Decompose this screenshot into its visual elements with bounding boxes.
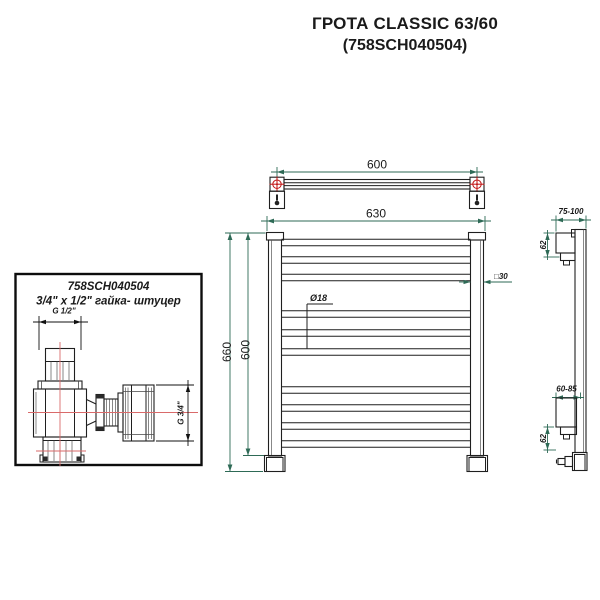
tube-diameter-label: Ø18 bbox=[310, 293, 327, 303]
side-view: 75-100 62 60-85 bbox=[539, 207, 591, 472]
column-height-dim-label: 600 bbox=[239, 340, 253, 360]
left-keyhole-plate bbox=[268, 190, 286, 210]
overall-width-dim-label: 630 bbox=[366, 207, 386, 221]
front-view: 630 660 600 bbox=[220, 207, 512, 473]
side-foot bbox=[571, 451, 588, 472]
left-column bbox=[265, 231, 285, 457]
column-size-label: □30 bbox=[494, 272, 508, 281]
left-foot bbox=[263, 454, 286, 473]
total-height-dim-label: 660 bbox=[220, 342, 234, 362]
top-bracket-height-label: 62 bbox=[539, 240, 548, 249]
bottom-bracket-depth-label: 60-85 bbox=[556, 385, 577, 394]
right-keyhole-plate bbox=[468, 190, 486, 210]
side-bottom-bracket bbox=[555, 397, 578, 440]
drawing-part-number: (758SCH040504) bbox=[342, 37, 468, 54]
left-mount-hole-icon bbox=[272, 179, 282, 189]
detail-box: 758SCH040504 3/4" x 1/2" гайка- штуцер G… bbox=[14, 272, 203, 467]
side-top-bracket bbox=[555, 232, 576, 266]
drawing-title: ГРОТА CLASSIC 63/60 bbox=[312, 14, 498, 33]
right-foot bbox=[466, 454, 489, 473]
side-column bbox=[571, 228, 587, 454]
wall-rail-tube bbox=[283, 178, 471, 190]
tube-diameter-leader bbox=[306, 303, 333, 349]
bottom-bracket-height-label: 62 bbox=[539, 434, 548, 443]
centerlines bbox=[28, 342, 198, 466]
side-valve-fitting bbox=[555, 455, 574, 468]
right-column bbox=[467, 231, 487, 457]
fitting-nut bbox=[122, 384, 155, 442]
detail-part-number: 758SCH040504 bbox=[68, 281, 150, 293]
right-mount-hole-icon bbox=[472, 179, 482, 189]
top-view: 600 bbox=[268, 158, 486, 210]
side-thread-label: G 3/4" bbox=[177, 401, 186, 425]
title-block: ГРОТА CLASSIC 63/60 (758SCH040504) bbox=[255, 14, 555, 55]
left-wall-bracket bbox=[268, 176, 286, 210]
top-span-dim-label: 600 bbox=[367, 158, 387, 172]
top-thread-label: G 1/2" bbox=[52, 307, 76, 316]
top-bracket-depth-label: 75-100 bbox=[559, 207, 584, 216]
right-wall-bracket bbox=[468, 176, 486, 210]
rungs bbox=[281, 238, 471, 448]
detail-description: 3/4" x 1/2" гайка- штуцер bbox=[36, 296, 181, 308]
detail-box-border bbox=[14, 272, 203, 467]
fitting-drawing bbox=[28, 342, 198, 466]
